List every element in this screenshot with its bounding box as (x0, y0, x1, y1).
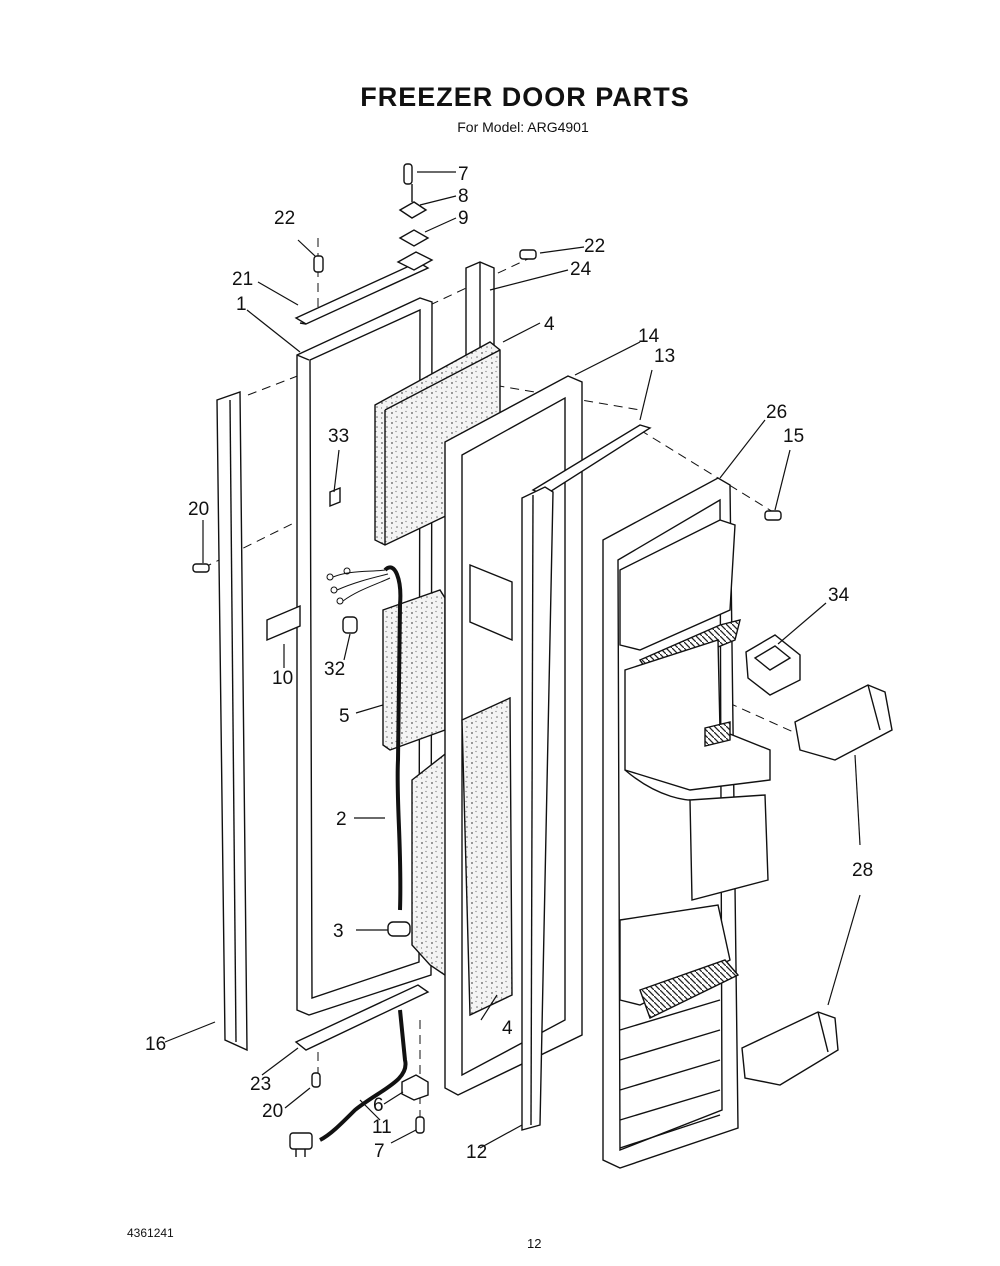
callout-10: 10 (272, 668, 293, 689)
part-3-grommet (387, 921, 411, 937)
part-12-gasket (521, 486, 554, 1131)
callout-32: 32 (324, 659, 345, 680)
callout-16: 16 (145, 1034, 166, 1055)
part-16-side-rail (216, 391, 248, 1052)
callout-3: 3 (333, 921, 344, 942)
part-26-outer-door (602, 477, 771, 1169)
callout-22: 22 (584, 236, 605, 257)
callout-23: 23 (250, 1074, 271, 1095)
callout-20: 20 (262, 1101, 283, 1122)
part-21-top-bracket (294, 261, 430, 325)
part-28-trim-lower (741, 1011, 839, 1086)
page-title: FREEZER DOOR PARTS (360, 82, 690, 112)
leader-lines (164, 171, 861, 1149)
callout-14: 14 (638, 326, 660, 347)
part-6-plug-mount (401, 1074, 429, 1101)
screw-icon (519, 249, 537, 260)
part-33-clip (329, 486, 341, 508)
callout-22: 22 (274, 208, 295, 229)
callout-4: 4 (502, 1018, 513, 1039)
part-28-trim-upper (794, 684, 893, 761)
callout-7: 7 (374, 1141, 385, 1162)
part-23-lower-bracket (294, 984, 430, 1051)
document-code: 4361241 (127, 1226, 174, 1240)
callout-2: 2 (336, 809, 347, 830)
callout-6: 6 (373, 1095, 384, 1116)
callout-34: 34 (828, 585, 850, 606)
callout-21: 21 (232, 269, 253, 290)
callout-33: 33 (328, 426, 349, 447)
callout-28: 28 (852, 860, 873, 881)
part-2-wire-harness (383, 565, 403, 911)
callout-11: 11 (372, 1117, 392, 1138)
part-10-bracket (266, 604, 301, 642)
callout-5: 5 (339, 706, 350, 727)
model-subtitle: For Model: ARG4901 (457, 119, 589, 135)
screw-icon (311, 1072, 321, 1088)
callout-26: 26 (766, 402, 787, 423)
part-32-wire-nut (342, 616, 358, 634)
screw-icon (764, 510, 782, 521)
page-number: 12 (527, 1236, 542, 1251)
wire-connectors (326, 567, 391, 605)
callout-24: 24 (570, 259, 592, 280)
plug-icon (289, 1132, 313, 1157)
screw-icon (313, 255, 324, 273)
part-34-dispenser-cup (745, 634, 801, 696)
callout-4: 4 (544, 314, 555, 335)
callout-1: 1 (236, 294, 247, 315)
screw-icon (192, 563, 210, 573)
part-11-power-cord (319, 1009, 408, 1142)
callout-8: 8 (458, 186, 469, 207)
screw-icon (415, 1116, 425, 1134)
callout-9: 9 (458, 208, 469, 229)
hinge-stack (396, 163, 434, 271)
callout-20: 20 (188, 499, 209, 520)
callout-labels: 7 8 9 22 22 24 21 1 4 14 13 26 15 33 20 … (145, 164, 873, 1163)
callout-12: 12 (466, 1142, 487, 1163)
callout-15: 15 (783, 426, 804, 447)
callout-7: 7 (458, 164, 469, 185)
callout-13: 13 (654, 346, 675, 367)
part-5-lower-foam (382, 589, 446, 751)
